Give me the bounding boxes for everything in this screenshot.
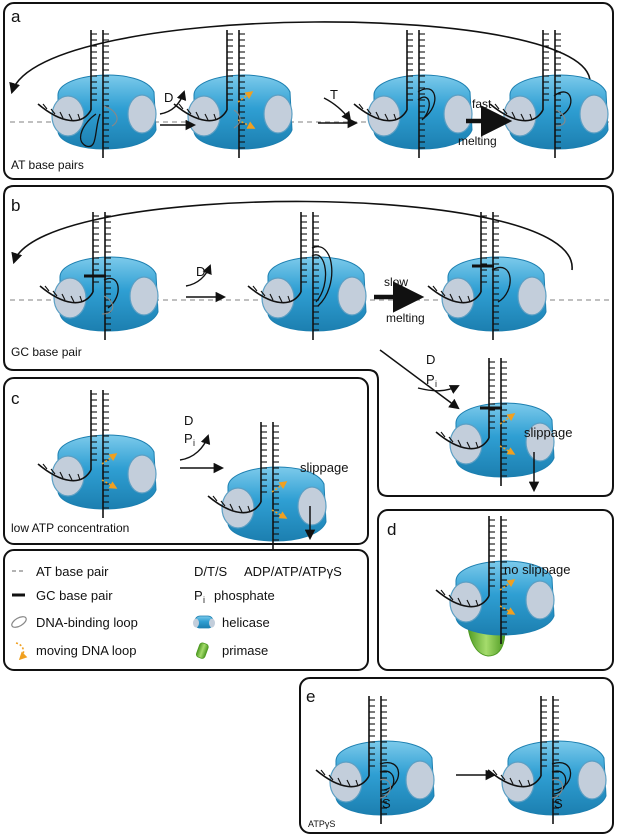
- legend-dts-key: D/T/S: [194, 564, 228, 579]
- state-c2: [207, 421, 327, 551]
- panel-d: d no slippage: [377, 509, 614, 671]
- label-e-s1: S: [382, 796, 391, 811]
- label-a-d: D: [164, 90, 173, 105]
- panel-b: b D slow melting D P: [3, 185, 614, 497]
- release-arrow-b-branch: [417, 385, 460, 394]
- primase-icon: [195, 642, 209, 659]
- panel-c-letter: c: [11, 389, 20, 408]
- caption-a: AT base pairs: [11, 158, 84, 172]
- panel-e-letter: e: [306, 687, 315, 706]
- label-d-no-slippage: no slippage: [504, 562, 571, 577]
- state-b4: [435, 357, 555, 487]
- label-b-branch-p-sub: i: [435, 379, 437, 389]
- label-b-slow: slow: [384, 275, 408, 289]
- state-b1: [39, 211, 159, 341]
- label-b-slippage: slippage: [524, 425, 572, 440]
- cycle-arrow-a: [9, 21, 591, 95]
- release-arrow-c: [179, 434, 211, 461]
- legend-binding-loop: DNA-binding loop: [36, 615, 138, 630]
- panel-d-letter: d: [387, 520, 396, 539]
- label-a-melting: melting: [458, 134, 497, 148]
- caption-b: GC base pair: [11, 345, 82, 359]
- release-arrow-a-d: [159, 90, 187, 115]
- state-a2: [173, 29, 293, 159]
- label-a-t: T: [330, 87, 338, 102]
- caption-c: low ATP concentration: [11, 521, 129, 535]
- label-e-s2: S: [554, 796, 563, 811]
- panel-c: c D P i slippage low ATP concentration: [3, 377, 369, 551]
- panel-b-letter: b: [11, 196, 20, 215]
- legend-pi-key: P: [194, 588, 203, 603]
- legend-dts-value: ADP/ATP/ATPγS: [244, 564, 342, 579]
- legend-pi-value: phosphate: [214, 588, 275, 603]
- state-a1: [37, 29, 157, 159]
- label-c-p: P: [184, 431, 193, 446]
- legend-helicase: helicase: [222, 615, 270, 630]
- state-a3: [353, 29, 473, 159]
- label-b-melting: melting: [386, 311, 425, 325]
- state-d: [435, 515, 555, 657]
- state-a4: [489, 29, 609, 159]
- state-e1: [315, 695, 435, 825]
- label-c-slippage: slippage: [300, 460, 348, 475]
- state-c1: [37, 389, 157, 519]
- label-b-d: D: [196, 264, 205, 279]
- legend-pi-sub: i: [203, 595, 205, 605]
- cycle-arrow-b: [11, 200, 573, 271]
- panel-a-letter: a: [11, 7, 21, 26]
- legend-moving-loop: moving DNA loop: [36, 643, 136, 658]
- moving-loop-icon: [15, 642, 28, 661]
- state-b3: [427, 211, 547, 341]
- legend: AT base pair GC base pair DNA-binding lo…: [3, 549, 369, 671]
- binding-loop-icon: [11, 616, 27, 628]
- state-e2: [487, 695, 607, 825]
- legend-gc: GC base pair: [36, 588, 113, 603]
- label-c-p-sub: i: [193, 438, 195, 448]
- caption-e: ATPγS: [308, 819, 335, 829]
- legend-primase: primase: [222, 643, 268, 658]
- panel-e: e S S ATPγS: [299, 677, 614, 834]
- label-b-branch-p: P: [426, 372, 435, 387]
- helicase-icon: [193, 615, 215, 629]
- legend-at: AT base pair: [36, 564, 109, 579]
- branch-arrow-b: [379, 349, 460, 410]
- label-c-d: D: [184, 413, 193, 428]
- label-a-fast: fast: [472, 97, 492, 111]
- label-b-branch-d: D: [426, 352, 435, 367]
- state-b2: [247, 211, 367, 341]
- panel-a: a D T: [3, 2, 614, 180]
- release-arrow-b-d: [185, 264, 212, 287]
